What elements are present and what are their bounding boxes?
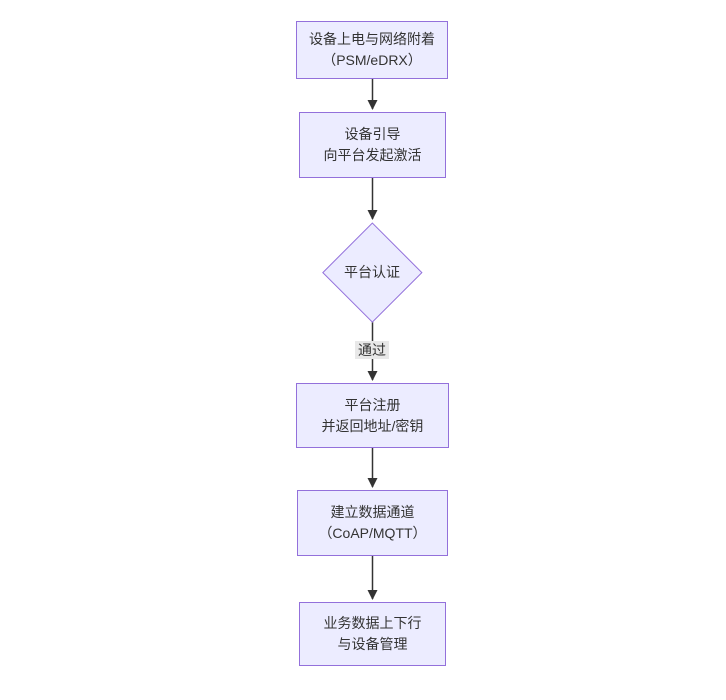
node-power-attach: 设备上电与网络附着 （PSM/eDRX） xyxy=(296,21,448,79)
node-label-line: 建立数据通道 xyxy=(330,504,415,520)
node-business-data: 业务数据上下行 与设备管理 xyxy=(299,602,446,666)
node-platform-auth-decision: 平台认证 xyxy=(321,221,422,322)
node-label-line: 设备上电与网络附着 xyxy=(309,31,435,47)
node-label-line: （CoAP/MQTT） xyxy=(318,525,427,541)
node-bootstrap: 设备引导 向平台发起激活 xyxy=(299,112,446,178)
node-label-line: 平台认证 xyxy=(344,264,400,280)
edge-label-pass: 通过 xyxy=(355,341,389,359)
node-label-line: 向平台发起激活 xyxy=(323,147,422,163)
node-data-channel: 建立数据通道 （CoAP/MQTT） xyxy=(297,490,448,556)
node-label-line: 与设备管理 xyxy=(337,636,408,652)
node-label-line: 设备引导 xyxy=(344,126,401,142)
node-label-line: 业务数据上下行 xyxy=(323,615,422,631)
node-register: 平台注册 并返回地址/密钥 xyxy=(296,383,449,448)
node-label-line: 平台注册 xyxy=(344,396,401,413)
node-label-line: 并返回地址/密钥 xyxy=(321,417,424,434)
node-label-line: （PSM/eDRX） xyxy=(322,52,422,68)
